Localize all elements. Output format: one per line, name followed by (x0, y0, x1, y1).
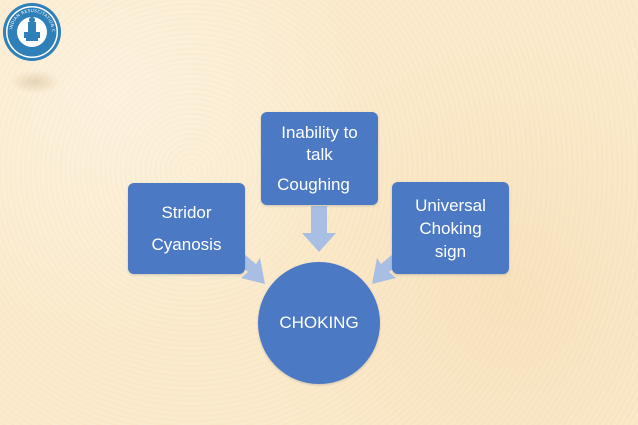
symptom-box-stridor-cyanosis: Stridor Cyanosis (128, 183, 245, 274)
logo-shadow (10, 70, 60, 94)
council-seal-icon: INDIAN RESUSCITATION COUNCIL (0, 0, 61, 61)
center-label: CHOKING (279, 313, 359, 332)
arrow-top-to-center (302, 206, 336, 252)
box-line-stridor: Stridor (161, 202, 212, 222)
council-logo: INDIAN RESUSCITATION COUNCIL (0, 0, 62, 62)
box-line-universal-choking-sign: Universal Choking sign (415, 195, 486, 261)
symptom-box-talk-coughing: Inability to talk Coughing (261, 112, 378, 205)
box-line-cyanosis: Cyanosis (151, 234, 222, 254)
symptom-box-universal-sign: Universal Choking sign (392, 182, 509, 274)
box-line-inability-to-talk: Inability to talk (281, 122, 358, 164)
box-line-coughing: Coughing (277, 174, 350, 194)
choking-center-circle: CHOKING (258, 262, 380, 384)
